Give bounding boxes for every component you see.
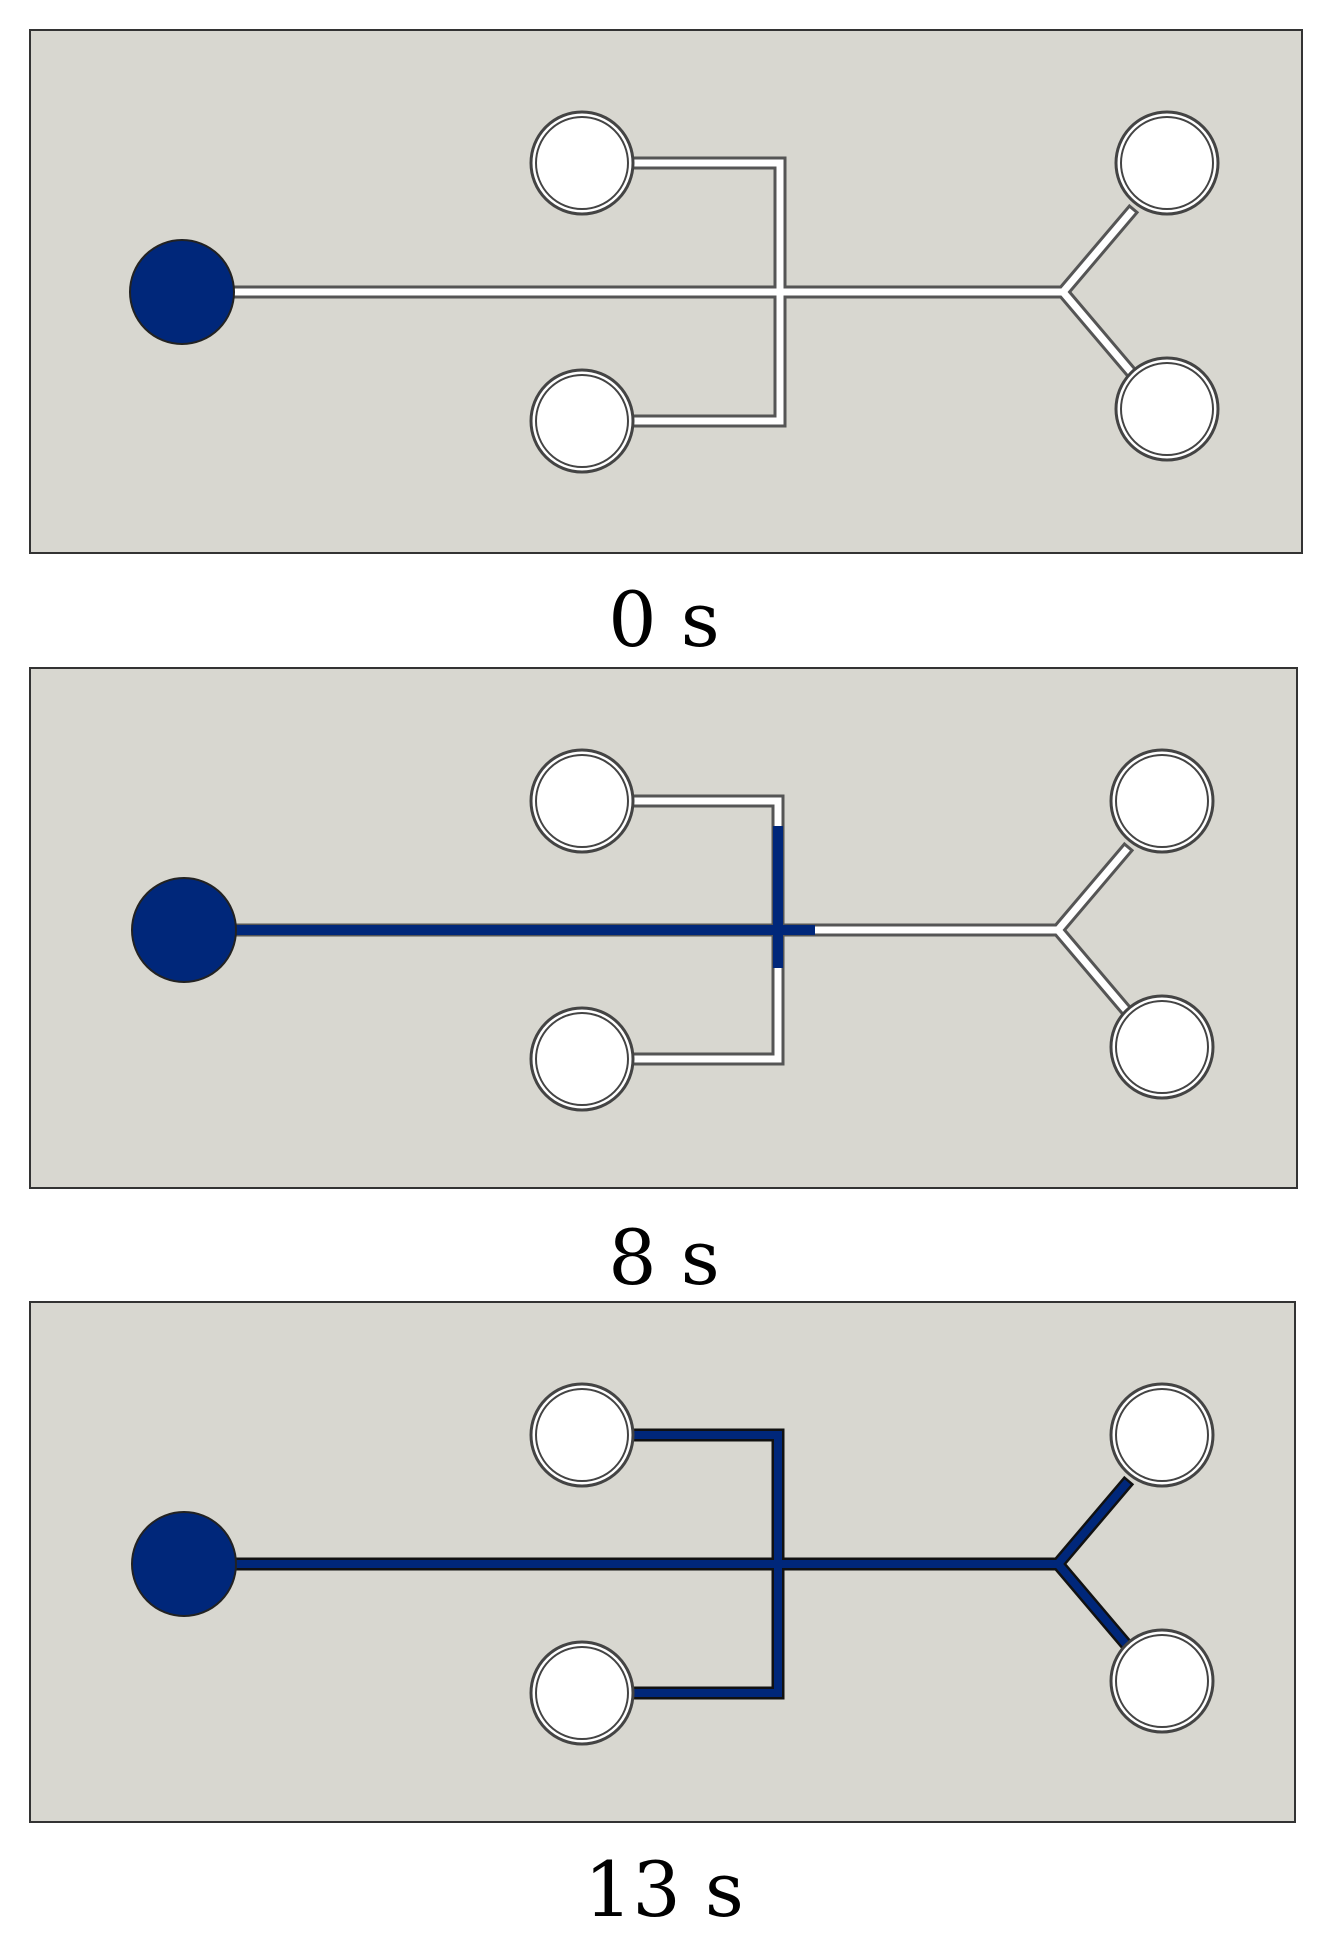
channel-network: [223, 1428, 1135, 1700]
outlet-well: [1114, 110, 1220, 216]
time-label: 0 s: [608, 575, 720, 664]
outlet-well: [529, 368, 635, 474]
outlet-well: [529, 1640, 635, 1746]
fluid-front: [230, 826, 815, 968]
channel-network: [223, 794, 1135, 1066]
channel-interior-empty: [226, 159, 1135, 425]
outlet-well: [1109, 748, 1215, 854]
time-label: 13 s: [584, 1845, 744, 1934]
channel-network: [223, 156, 1140, 428]
inlet-well-filled: [131, 877, 237, 983]
time-label: 8 s: [608, 1213, 720, 1302]
outlet-well: [1109, 1628, 1215, 1734]
microfluidic-chip: [29, 1301, 1296, 1823]
inlet-well-filled: [131, 1511, 237, 1617]
outlet-well: [1114, 356, 1220, 462]
frame-8s: 8 s: [0, 638, 1328, 1296]
outlet-well: [529, 110, 635, 216]
outlet-well: [529, 1006, 635, 1112]
channel-interior-filled: [226, 1431, 1131, 1697]
microfluidic-chip: [29, 667, 1298, 1189]
outlet-well: [1109, 1382, 1215, 1488]
frame-13s: 13 s: [0, 1272, 1328, 1932]
outlet-well: [529, 1382, 635, 1488]
inlet-well-filled: [129, 239, 235, 345]
outlet-well: [1109, 994, 1215, 1100]
frame-0s: 0 s: [0, 0, 1328, 658]
outlet-well: [529, 748, 635, 854]
microfluidic-chip: [29, 29, 1303, 554]
